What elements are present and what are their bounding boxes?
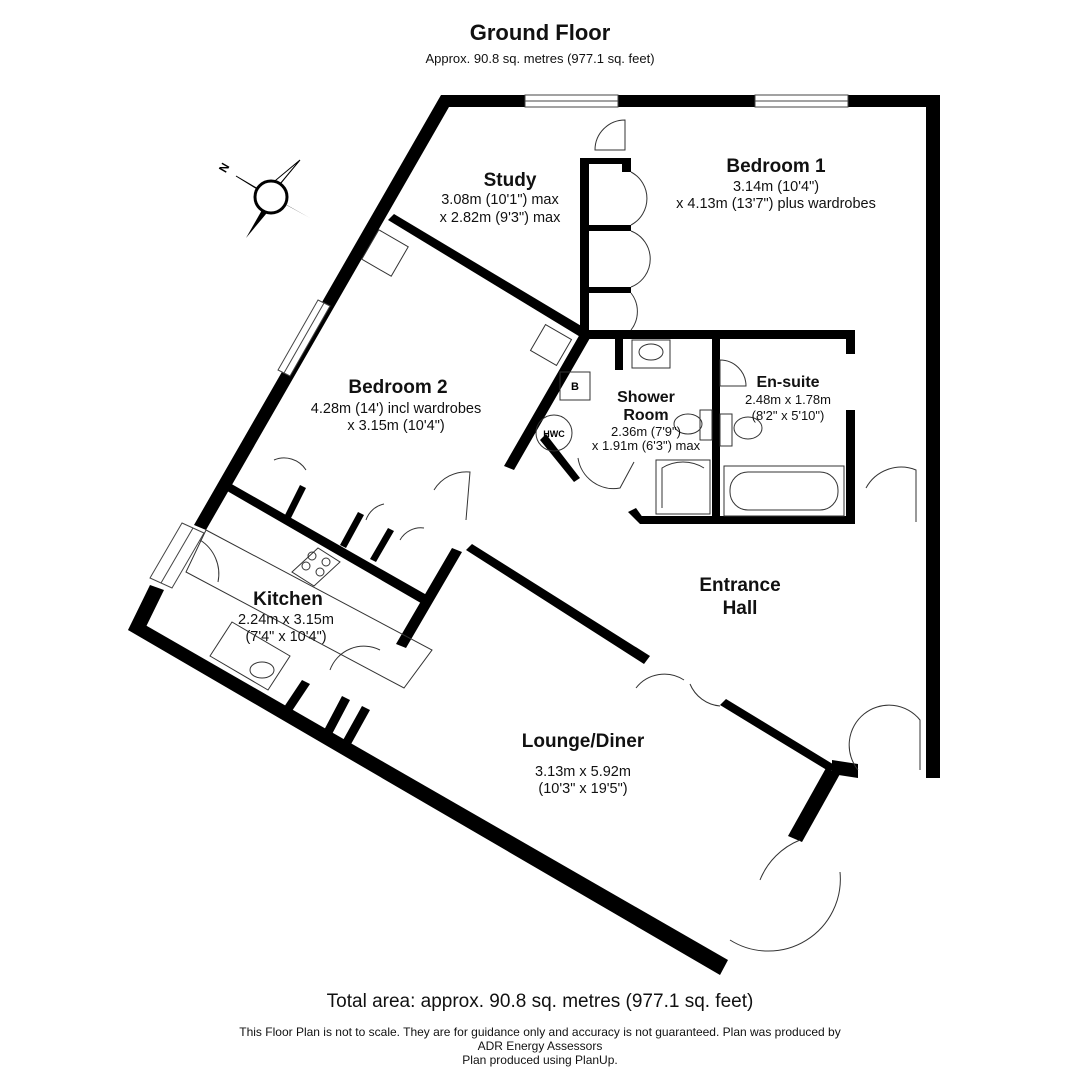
bath <box>723 465 845 517</box>
boiler-label: B <box>571 381 579 393</box>
bedroom2-dim1: 4.28m (14') incl wardrobes <box>311 401 481 417</box>
boiler-unit <box>559 371 591 401</box>
bedroom1-dim1: 3.14m (10'4") <box>733 179 819 195</box>
bedroom2-name: Bedroom 2 <box>348 377 447 398</box>
ensuite-name: En-suite <box>756 374 819 391</box>
hot-water-cylinder <box>535 414 573 452</box>
shower-dim1: 2.36m (7'9") <box>611 424 681 439</box>
windows <box>149 94 849 589</box>
plan-subtitle: Approx. 90.8 sq. metres (977.1 sq. feet) <box>425 51 655 66</box>
kitchen-name: Kitchen <box>253 589 323 610</box>
bedroom2-dim2: x 3.15m (10'4") <box>347 418 444 434</box>
bedroom1-name: Bedroom 1 <box>726 156 826 177</box>
plan-title: Ground Floor <box>469 20 611 45</box>
kitchen-dim2: (7'4" x 10'4") <box>245 629 326 645</box>
disclaimer-line-1: This Floor Plan is not to scale. They ar… <box>239 1025 841 1039</box>
hwc-label: HWC <box>543 429 565 439</box>
entrance-name1: Entrance <box>699 575 780 596</box>
disclaimer-line-3: Plan produced using PlanUp. <box>462 1053 618 1067</box>
compass-north-label: N <box>216 160 232 175</box>
interior-walls <box>222 158 855 772</box>
entrance-name2: Hall <box>723 598 758 619</box>
total-area: Total area: approx. 90.8 sq. metres (977… <box>326 991 754 1012</box>
bedroom1-dim2: x 4.13m (13'7") plus wardrobes <box>676 196 876 212</box>
ensuite-dim2: (8'2" x 5'10") <box>752 408 825 423</box>
lounge-name: Lounge/Diner <box>522 731 645 752</box>
lounge-dim2: (10'3" x 19'5") <box>538 781 627 797</box>
study-dim2: x 2.82m (9'3") max <box>440 210 561 226</box>
fixtures: B HWC <box>185 229 845 691</box>
door-swings <box>199 119 921 952</box>
shower-tray <box>655 459 711 515</box>
kitchen-dim1: 2.24m x 3.15m <box>238 612 334 628</box>
study-name: Study <box>484 170 537 191</box>
room-labels: Study 3.08m (10'1") max x 2.82m (9'3") m… <box>238 156 876 797</box>
disclaimer: This Floor Plan is not to scale. They ar… <box>170 1025 910 1067</box>
disclaimer-line-2: ADR Energy Assessors <box>477 1039 603 1053</box>
ensuite-dim1: 2.48m x 1.78m <box>745 392 831 407</box>
lounge-dim1: 3.13m x 5.92m <box>535 764 631 780</box>
shower-name2: Room <box>623 407 668 424</box>
shower-name1: Shower <box>617 389 675 406</box>
outer-walls <box>128 95 940 975</box>
shower-dim2: x 1.91m (6'3") max <box>592 438 701 453</box>
study-dim1: 3.08m (10'1") max <box>441 192 559 208</box>
compass: N <box>216 159 310 238</box>
